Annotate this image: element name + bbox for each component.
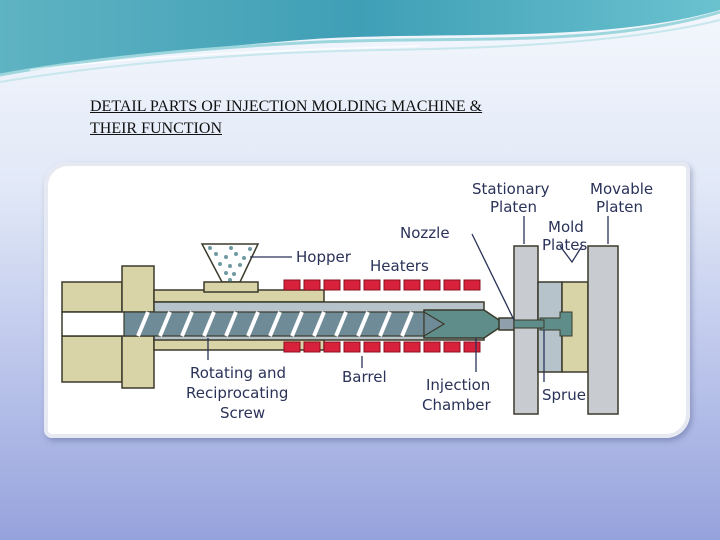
drive-housing (61, 281, 123, 313)
label-screw-2: Reciprocating (186, 384, 288, 402)
slide-title: DETAIL PARTS OF INJECTION MOLDING MACHIN… (90, 96, 610, 140)
slide-title-line-1: DETAIL PARTS OF INJECTION MOLDING MACHIN… (90, 98, 483, 115)
movable-platen (587, 245, 619, 415)
heaters (283, 279, 481, 353)
label-heaters: Heaters (370, 257, 429, 275)
label-stationary-platen-2: Platen (490, 198, 537, 216)
label-mold-plates-2: Plates (542, 236, 588, 254)
label-sprue: Sprue (542, 386, 586, 404)
diagram-frame: Stationary Platen Movable Platen Nozzle … (44, 162, 690, 438)
label-injection-chamber-2: Chamber (422, 396, 492, 414)
label-barrel: Barrel (342, 368, 387, 386)
label-mold-plates-1: Mold (548, 218, 584, 236)
slide-title-line-2: THEIR FUNCTION (90, 120, 222, 137)
injection-molding-diagram: Stationary Platen Movable Platen Nozzle … (61, 180, 653, 422)
label-screw-3: Screw (220, 404, 265, 422)
label-screw-1: Rotating and (190, 364, 286, 382)
screw (123, 310, 446, 338)
hopper (200, 243, 260, 293)
sprue (513, 319, 545, 329)
header-swoosh (0, 0, 720, 83)
label-movable-platen-2: Platen (596, 198, 643, 216)
mold-plates (537, 281, 589, 373)
drive-housing-lower (61, 335, 123, 383)
stationary-platen (513, 245, 539, 415)
leader-lines (207, 216, 609, 382)
label-stationary-platen-1: Stationary (472, 180, 550, 198)
label-injection-chamber-1: Injection (426, 376, 490, 394)
label-movable-platen-1: Movable (590, 180, 653, 198)
label-hopper: Hopper (296, 248, 352, 266)
label-nozzle: Nozzle (400, 224, 450, 242)
